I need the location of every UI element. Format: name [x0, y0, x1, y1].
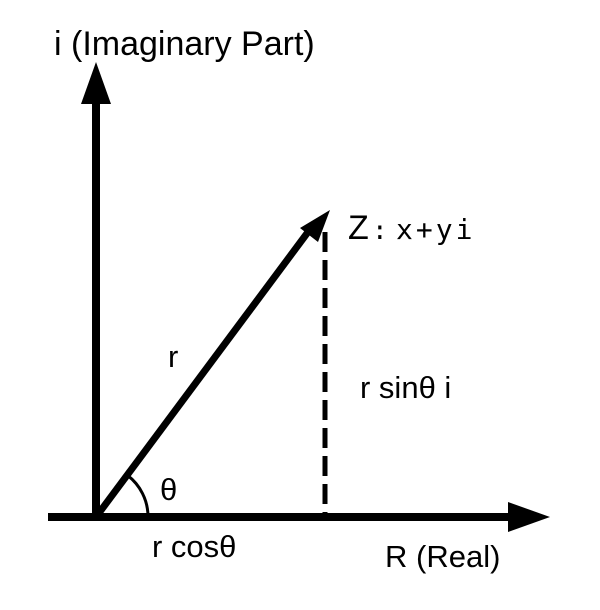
modulus-vector	[93, 229, 311, 520]
imaginary-axis-arrowhead	[81, 62, 111, 104]
modulus-vector-arrowhead	[300, 210, 330, 242]
imaginary-axis-label: i (Imaginary Part)	[54, 25, 315, 63]
point-separator: :	[372, 216, 388, 246]
point-expression: x+yi	[396, 213, 475, 246]
angle-label: θ	[160, 472, 177, 507]
real-axis-label: R (Real)	[385, 539, 500, 574]
angle-arc	[126, 473, 150, 518]
modulus-label: r	[168, 339, 178, 374]
imaginary-component-label: r sinθ i	[360, 370, 451, 405]
real-component-label: r cosθ	[152, 529, 236, 564]
real-axis-arrowhead	[508, 502, 550, 532]
point-name: Z	[348, 209, 369, 247]
